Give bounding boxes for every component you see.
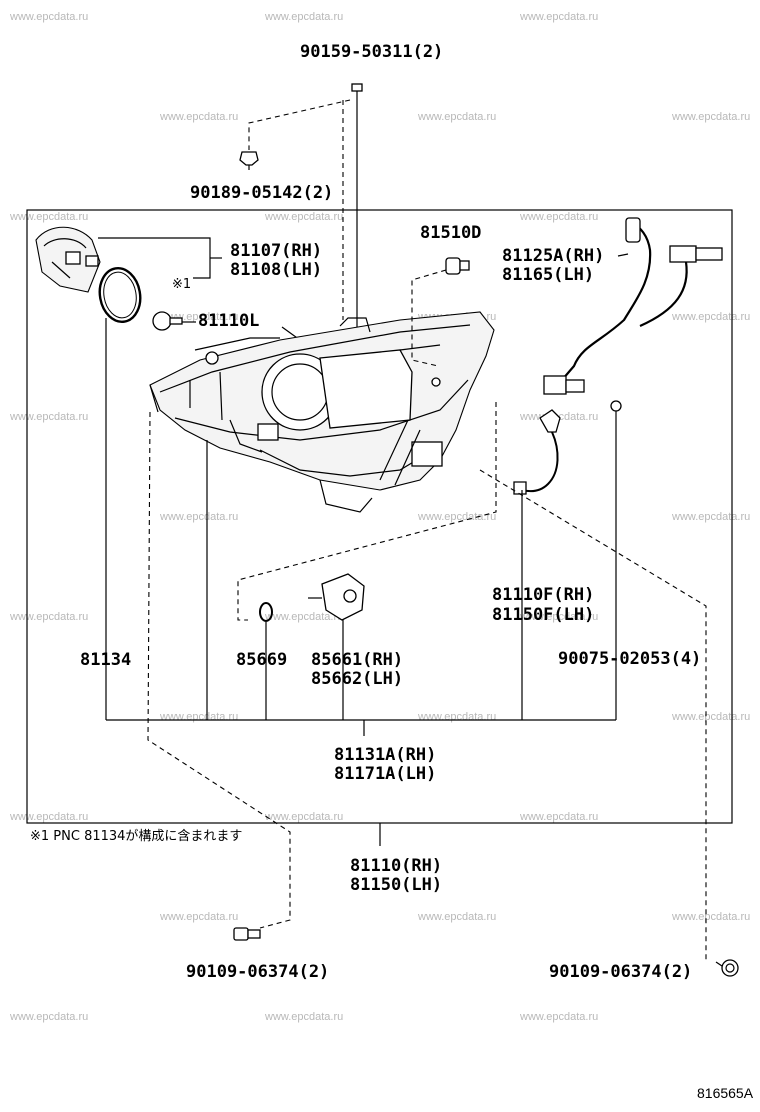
label-81108: 81108(LH) [230,260,322,280]
watermark: www.epcdata.ru [519,1011,598,1023]
watermark: www.epcdata.ru [9,11,88,23]
label-81131A: 81131A(RH) [334,745,436,765]
watermark: www.epcdata.ru [417,111,496,123]
watermark: www.epcdata.ru [519,211,598,223]
label-90189-05142: 90189-05142(2) [190,183,333,203]
label-85662: 85662(LH) [311,669,403,689]
watermark: www.epcdata.ru [159,111,238,123]
watermark: www.epcdata.ru [9,811,88,823]
watermark: www.epcdata.ru [159,711,238,723]
label-81510D: 81510D [420,223,481,243]
watermark: www.epcdata.ru [671,311,750,323]
watermark: www.epcdata.ru [519,811,598,823]
label-81110L: 81110L [198,311,259,331]
screw-90109-right [715,959,739,977]
label-81165: 81165(LH) [502,265,594,285]
screw-90109-left [233,927,261,941]
watermark: www.epcdata.ru [519,611,598,623]
headlamp-housing [149,311,495,513]
o-ring-81134 [98,266,142,324]
wire-harness-81125A [543,217,723,395]
connector-81110F [513,409,561,495]
watermark: www.epcdata.ru [671,111,750,123]
label-90109-06374-left: 90109-06374(2) [186,962,329,982]
label-81125A: 81125A(RH) [502,246,604,266]
watermark: www.epcdata.ru [671,711,750,723]
watermark: www.epcdata.ru [417,911,496,923]
label-90075-02053: 90075-02053(4) [558,649,701,669]
label-85669: 85669 [236,650,287,670]
label-81110F: 81110F(RH) [492,585,594,605]
watermark: www.epcdata.ru [264,811,343,823]
label-90159-50311: 90159-50311(2) [300,42,443,62]
cap-81110L [152,311,183,331]
label-mark-1: ※1 [172,277,191,292]
watermark: www.epcdata.ru [264,611,343,623]
watermark: www.epcdata.ru [264,211,343,223]
leveling-motor-85661 [308,573,365,621]
watermark: www.epcdata.ru [671,511,750,523]
watermark: www.epcdata.ru [417,511,496,523]
clip-nut-90189 [239,151,259,170]
label-85661: 85661(RH) [311,650,403,670]
watermark: www.epcdata.ru [264,1011,343,1023]
label-81107: 81107(RH) [230,241,322,261]
footnote: ※1 PNC 81134が構成に含まれます [30,828,242,844]
label-81150F: 81150F(LH) [492,605,594,625]
watermark: www.epcdata.ru [519,11,598,23]
watermark: www.epcdata.ru [159,511,238,523]
bulb-81510D [445,257,470,275]
bolt-90159 [351,83,363,102]
watermark: www.epcdata.ru [9,1011,88,1023]
assembly-frame [26,209,733,824]
label-90109-06374-right: 90109-06374(2) [549,962,692,982]
watermark: www.epcdata.ru [9,211,88,223]
watermark: www.epcdata.ru [671,911,750,923]
label-81134: 81134 [80,650,131,670]
label-81150: 81150(LH) [350,875,442,895]
watermark: www.epcdata.ru [417,711,496,723]
screw-90075 [610,400,622,418]
watermark: www.epcdata.ru [9,411,88,423]
watermark: www.epcdata.ru [159,911,238,923]
watermark: www.epcdata.ru [9,611,88,623]
label-81110: 81110(RH) [350,856,442,876]
label-81171A: 81171A(LH) [334,764,436,784]
bulb-cover-81107 [35,226,101,293]
diagram-id: 816565A [697,1085,754,1101]
watermark: www.epcdata.ru [264,11,343,23]
gasket-85669 [259,602,273,622]
